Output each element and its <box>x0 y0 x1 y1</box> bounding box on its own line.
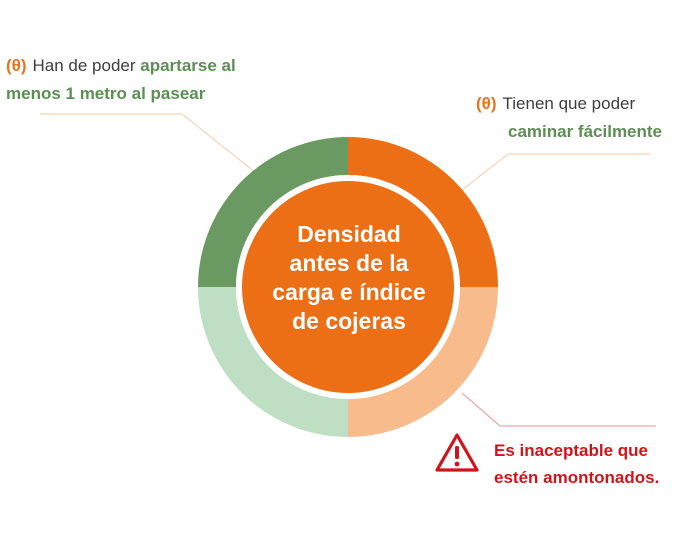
center-title-line: Densidad <box>297 221 401 247</box>
connector-warning <box>461 392 656 427</box>
right-label-bold: caminar fácilmente <box>508 122 663 141</box>
connector-left <box>40 113 256 173</box>
center-title: Densidad antes de la carga e índice de c… <box>250 220 448 336</box>
warning-line-1: Es inaceptable que <box>494 441 648 460</box>
left-label-plain: Han de poder <box>32 56 141 75</box>
ring-segment-green <box>198 137 348 287</box>
theta-icon: (θ) <box>476 94 497 113</box>
ring-segment-light-green <box>198 287 348 437</box>
center-title-line: de cojeras <box>292 308 406 334</box>
center-disc <box>242 181 454 393</box>
warning-line-2: estén amontonados. <box>494 468 660 487</box>
left-label-bold-1: apartarse al <box>140 56 236 75</box>
ring-segment-light-orange <box>348 287 498 437</box>
center-title-line: carga e índice <box>272 279 426 305</box>
left-label: (θ) Han de poder apartarse al menos 1 met… <box>6 52 296 108</box>
center-title-line: antes de la <box>289 250 409 276</box>
right-label: (θ) Tienen que poder caminar fácilmente <box>476 90 700 146</box>
warning-triangle-icon <box>435 433 479 472</box>
theta-icon: (θ) <box>6 56 27 75</box>
ring-segment-orange <box>348 137 498 287</box>
connector-right <box>461 153 650 191</box>
warning-text: Es inaceptable que estén amontonados. <box>494 437 700 491</box>
left-label-bold-2: menos 1 metro al pasear <box>6 84 206 103</box>
right-label-plain: Tienen que poder <box>502 94 636 113</box>
